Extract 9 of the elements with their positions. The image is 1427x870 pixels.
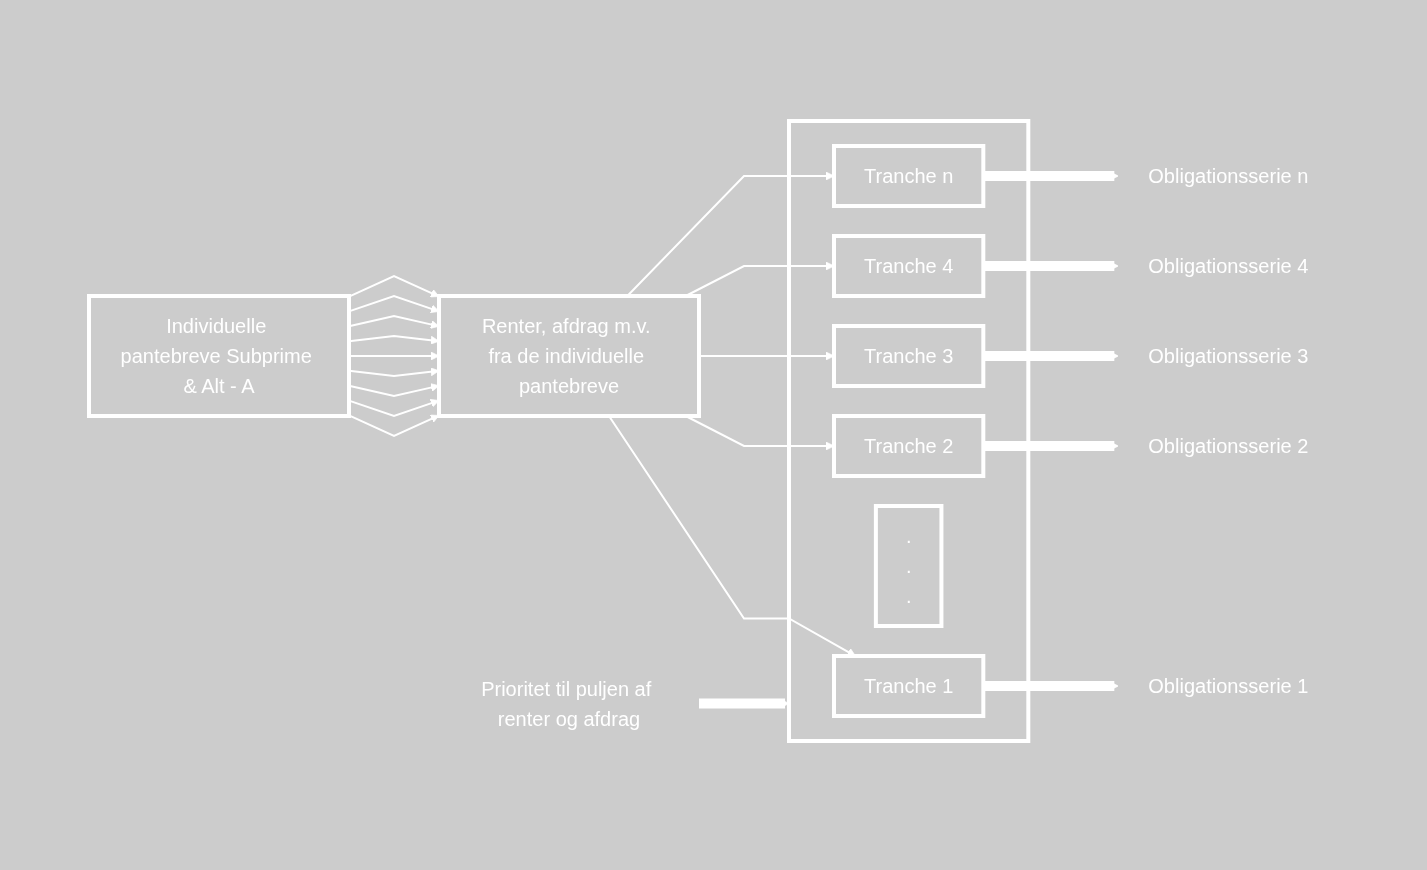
arrow xyxy=(698,698,790,709)
arrow xyxy=(983,681,1119,692)
arrow xyxy=(983,261,1119,272)
arrow xyxy=(983,351,1119,362)
arrow xyxy=(607,415,856,657)
arrow xyxy=(983,171,1119,182)
cluster xyxy=(786,119,1031,744)
arrow xyxy=(983,441,1119,452)
node-box: . . . xyxy=(873,504,944,629)
